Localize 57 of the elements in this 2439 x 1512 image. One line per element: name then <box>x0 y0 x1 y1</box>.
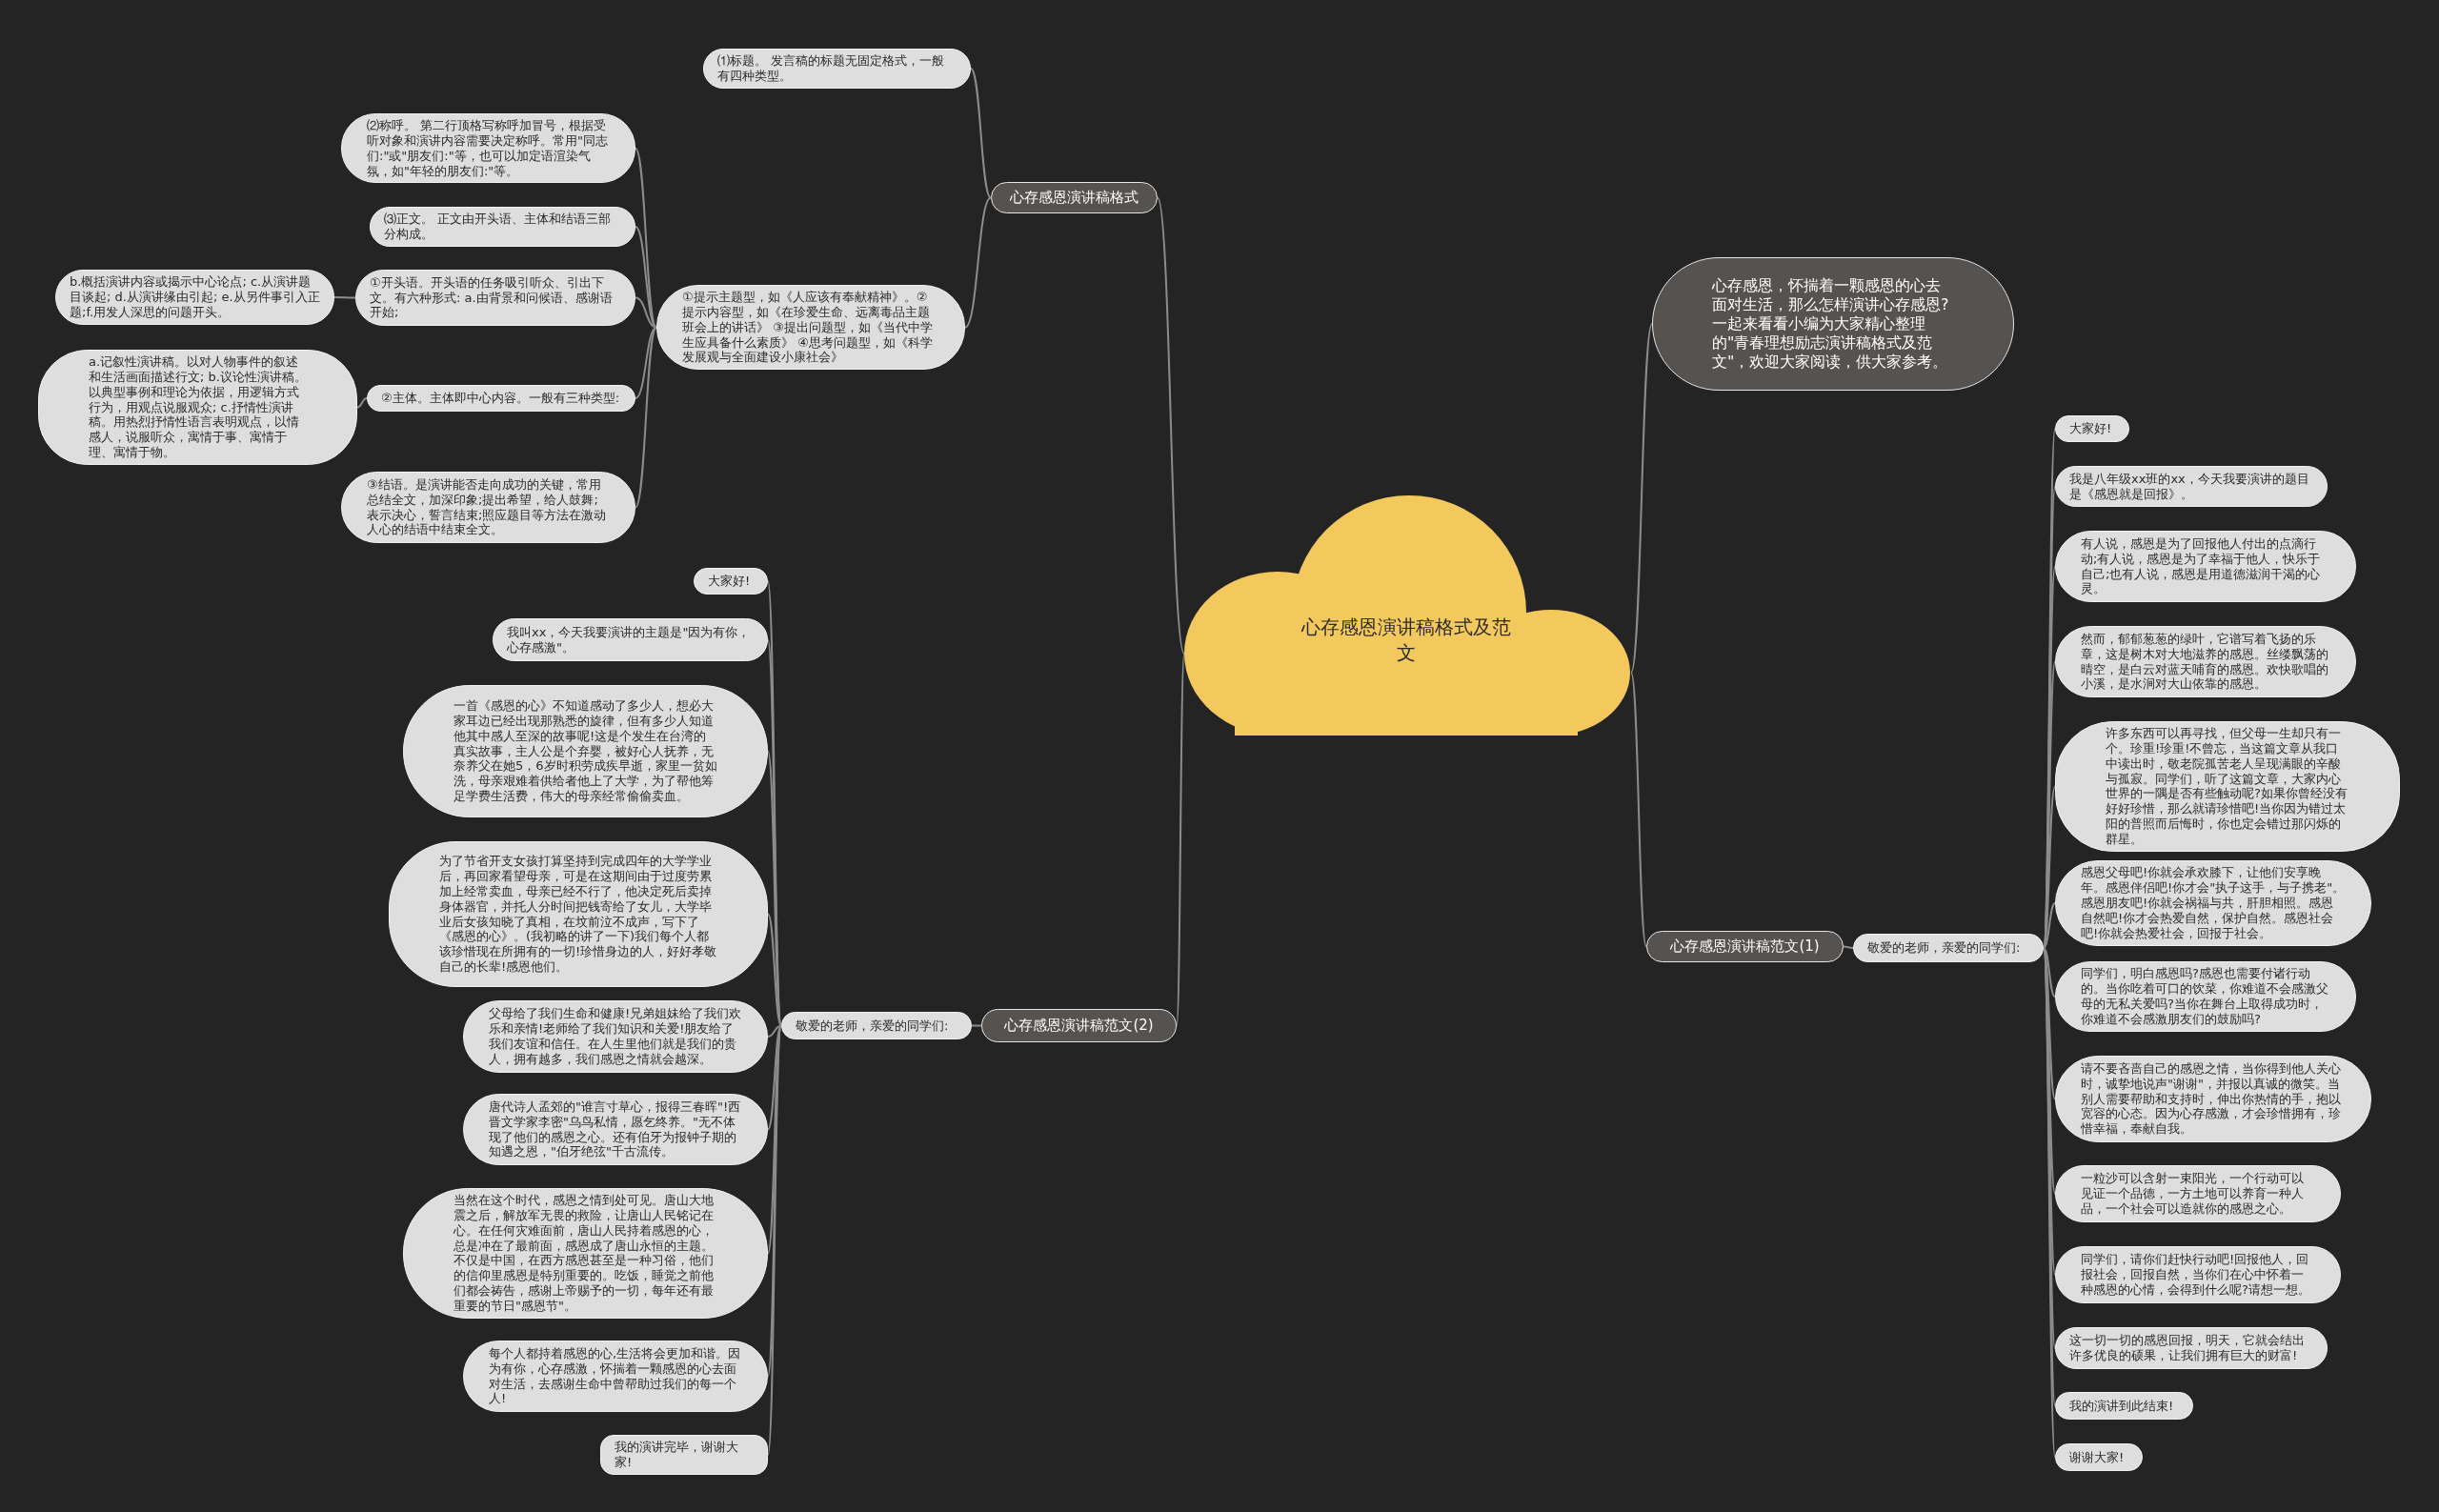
connector-line <box>635 147 657 329</box>
note-bubble: 有人说，感恩是为了回报他人付出的点滴行动;有人说，感恩是为了幸福于他人，快乐于自己;也有人说，感恩是用道德滋润干渴的心灵。 <box>2055 531 2356 602</box>
connector-line <box>964 196 992 329</box>
connector-line <box>333 296 356 299</box>
connector-line <box>1630 323 1653 674</box>
note-bubble: 感恩父母吧!你就会承欢膝下，让他们安享晚年。感恩伴侣吧!你才会"执子这手，与子携老"。感恩朋友吧!你就会祸福与共，肝胆相照。感恩自然吧!你才会热爱自然，保护自然。感恩社会吧!你就会热爱社会，回报于社会。 <box>2055 860 2371 946</box>
connector-line <box>767 1024 782 1131</box>
note-bubble: 一首《感恩的心》不知道感动了多少人，想必大家耳边已经出现那熟悉的旋律，但有多少人知道他其中感人至深的故事呢!这是个发生在台湾的真实故事，主人公是个弃婴，被好心人抚养，无奈养父在她5，6岁时积劳成疾早逝，家里一贫如洗，母亲艰难着供给者他上了大学，为了帮他筹足学费生活费，伟大的母亲经常偷偷卖血。 <box>403 685 768 817</box>
note-bubble: 大家好! <box>2055 415 2129 442</box>
connector-line <box>767 1024 782 1038</box>
note-bubble: 我的演讲完毕，谢谢大家! <box>600 1435 768 1475</box>
connector-line <box>635 226 657 329</box>
note-bubble: ⑶正文。 正文由开头语、主体和结语三部分构成。 <box>370 207 635 247</box>
connector-line <box>635 326 657 399</box>
note-bubble: 为了节省开支女孩打算坚持到完成四年的大学学业后，再回家看望母亲，可是在这期间由于过度劳累加上经常卖血，母亲已经不行了，他决定死后卖掉身体器官，并托人分时间把钱寄给了女儿，大学毕业后女孩知晓了真相，在坟前泣不成声，写下了《感恩的心》。(我初略的讲了一下)我们每个人都该珍惜现在所拥有的一切!珍惜身边的人，好好孝敬自己的长辈!感恩他们。 <box>389 841 768 987</box>
connector-line <box>635 296 657 329</box>
note-bubble: 一粒沙可以含射一束阳光，一个行动可以见证一个品德，一方土地可以养育一种人品，一个社会可以造就你的感恩之心。 <box>2055 1165 2341 1222</box>
connector-line <box>1630 672 1647 948</box>
connector-line <box>1843 945 1854 949</box>
note-bubble: 每个人都持着感恩的心,生活将会更加和谐。因为有你，心存感激，怀揣着一颗感恩的心去面对生活，去感谢生命中曾帮助过我们的每一个人! <box>463 1341 768 1412</box>
note-bubble: 然而，郁郁葱葱的绿叶，它谱写着飞扬的乐章，这是树木对大地滋养的感恩。丝缕飘荡的晴空，是白云对蓝天哺育的感恩。欢快歌唱的小溪，是水涧对大山依靠的感恩。 <box>2055 626 2356 697</box>
branch-topic: 心存感恩演讲稿格式 <box>991 182 1158 213</box>
note-bubble: ⑵称呼。 第二行顶格写称呼加冒号，根据受听对象和演讲内容需要决定称呼。常用"同志们:"或"朋友们:"等，也可以加定语渲染气氛，如"年轻的朋友们:"等。 <box>341 113 635 184</box>
branch-topic: 心存感恩演讲稿范文(2) <box>981 1009 1177 1042</box>
note-bubble: ①提示主题型，如《人应该有奉献精神》。②提示内容型，如《在珍爱生命、远离毒品主题班会上的讲话》 ③提出问题型，如《当代中学生应具备什么素质》 ④思考问题型，如《科学发展观与全面建设小康社会》 <box>656 285 965 371</box>
note-bubble: 同学们，请你们赶快行动吧!回报他人，回报社会，回报自然，当你们在心中怀着一种感恩的心情，会得到什么呢?请想一想。 <box>2055 1246 2341 1303</box>
note-bubble: 唐代诗人孟郊的"谁言寸草心，报得三春晖"!西晋文学家李密"乌鸟私情，愿乞终养。"无不体现了他们的感恩之心。还有伯牙为报钟子期的知遇之恩，"伯牙绝弦"千古流传。 <box>463 1094 768 1165</box>
note-bubble: 这一切一切的感恩回报，明天，它就会结出许多优良的硕果，让我们拥有巨大的财富! <box>2055 1327 2328 1369</box>
connector-line <box>356 397 368 409</box>
note-bubble: 请不要吝啬自己的感恩之情，当你得到他人关心时，诚挚地说声"谢谢"，并报以真诚的微笑。当别人需要帮助和支持时，伸出你热情的手，抱以宽容的心态。因为心存感激，才会珍惜拥有，珍惜幸福，奉献自我。 <box>2055 1056 2371 1142</box>
note-bubble: 我的演讲到此结束! <box>2055 1392 2193 1420</box>
note-bubble: 我是八年级xx班的xx，今天我要演讲的题目是《感恩就是回报》。 <box>2055 466 2328 507</box>
connector-line <box>635 326 657 509</box>
connector-line <box>1157 196 1185 655</box>
central-topic: 心存感恩演讲稿格式及范文 <box>1300 615 1512 666</box>
note-bubble: ①开头语。开头语的任务吸引听众、引出下文。有六种形式: a.由背景和问候语、感谢语开始; <box>355 270 635 326</box>
note-bubble: a.记叙性演讲稿。以对人物事件的叙述和生活画面描述行文; b.议论性演讲稿。以典型事例和理论为依据，用逻辑方式行为，用观点说服观众; c.抒情性演讲稿。用热烈抒情性语言表明观点，以情感人，说服听众，寓情于事、寓情于理、寓情于物。 <box>38 350 357 465</box>
note-bubble: ⑴标题。 发言稿的标题无固定格式，一般有四种类型。 <box>703 49 971 89</box>
note-bubble: 大家好! <box>694 568 768 595</box>
note-bubble: 谢谢大家! <box>2055 1443 2143 1471</box>
note-bubble: ③结语。是演讲能否走向成功的关键，常用总结全文，加深印象;提出希望，给人鼓舞;表示决心，誓言结束;照应题目等方法在激动人心的结语中结束全文。 <box>341 472 635 543</box>
note-bubble: 敬爱的老师，亲爱的同学们: <box>781 1012 972 1039</box>
summary-bubble: 心存感恩，怀揣着一颗感恩的心去面对生活，那么怎样演讲心存感恩?一起来看看小编为大家精心整理的"青春理想励志演讲稿格式及范文"，欢迎大家阅读，供大家参考。 <box>1652 257 2014 391</box>
note-bubble: 当然在这个时代，感恩之情到处可见。唐山大地震之后，解放军无畏的救险，让唐山人民铭记在心。在任何灾难面前，唐山人民持着感恩的心，总是冲在了最前面，感恩成了唐山永恒的主题。不仅是中国，在西方感恩甚至是一种习俗，他们的信仰里感恩是特别重要的。吃饭，睡觉之前他们都会祷告，感谢上帝赐予的一切，每年还有最重要的节日"感恩节"。 <box>403 1188 768 1319</box>
connector-line <box>2043 902 2056 949</box>
note-bubble: ②主体。主体即中心内容。一般有三种类型: <box>367 385 635 412</box>
connector-line <box>971 1024 982 1027</box>
note-bubble: 父母给了我们生命和健康!兄弟姐妹给了我们欢乐和亲情!老师给了我们知识和关爱!朋友给了我们友谊和信任。在人生里他们就是我们的贵人，拥有越多，我们感恩之情就会越深。 <box>463 1000 768 1073</box>
note-bubble: 许多东西可以再寻找，但父母一生却只有一个。珍重!珍重!不曾忘，当这篇文章从我口中读出时，敬老院孤苦老人呈现满眼的辛酸与孤寂。同学们，听了这篇文章，大家内心世界的一隅是否有些触动呢?如果你曾经没有好好珍惜，那么就请珍惜吧!当你因为错过太阳的普照而后悔时，你也定会错过那闪烁的群星。 <box>2055 721 2400 852</box>
connector-line <box>2043 947 2056 998</box>
note-bubble: 我叫xx，今天我要演讲的主题是"因为有你，心存感激"。 <box>493 618 768 661</box>
branch-topic: 心存感恩演讲稿范文(1) <box>1646 931 1844 962</box>
note-bubble: b.概括演讲内容或揭示中心论点; c.从演讲题目谈起; d.从演讲缘由引起; e.从另件事引入正题;f.用发人深思的问题开头。 <box>55 270 334 325</box>
connector-line <box>970 68 992 199</box>
note-bubble: 同学们，明白感恩吗?感恩也需要付诸行动的。当你吃着可口的饮菜，你难道不会感激父母的无私关爱吗?当你在舞台上取得成功时，你难道不会感激朋友们的鼓励吗? <box>2055 961 2356 1032</box>
connector-line <box>767 913 782 1027</box>
note-bubble: 敬爱的老师，亲爱的同学们: <box>1853 934 2044 962</box>
